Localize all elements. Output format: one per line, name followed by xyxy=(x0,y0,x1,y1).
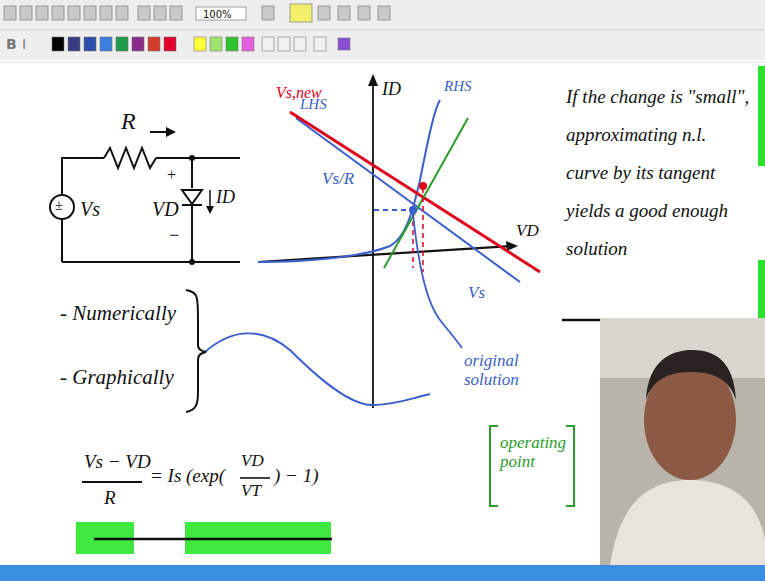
method-item: - Numerically xyxy=(60,302,176,325)
page-ruling xyxy=(0,62,765,63)
edge-bar xyxy=(758,66,765,166)
dashed-guide xyxy=(374,209,412,211)
axis-head xyxy=(506,241,518,251)
diode-curve xyxy=(258,100,440,262)
axis-label: VD xyxy=(516,222,539,241)
polarity-mark: − xyxy=(168,226,180,246)
note-text: If the change is "small", approximating … xyxy=(566,78,752,268)
equation-term: VD xyxy=(241,452,264,471)
zoom-value: 100% xyxy=(203,9,232,20)
fraction-bar xyxy=(240,477,270,479)
curve-label: RHS xyxy=(444,78,472,95)
axis-label: ID xyxy=(382,80,401,100)
toolbar-button: I xyxy=(22,37,26,52)
toolbar-icons xyxy=(4,4,390,22)
intercept-label: Vs/R xyxy=(322,170,354,189)
load-line xyxy=(296,118,520,282)
fraction-bar xyxy=(82,481,142,483)
edge-bar xyxy=(758,260,765,320)
operating-point-dot xyxy=(409,206,417,214)
bracket xyxy=(490,426,498,506)
diode-bar xyxy=(182,204,202,206)
current-arrow-head xyxy=(206,206,214,214)
underline xyxy=(94,538,332,541)
node-dot xyxy=(189,155,195,161)
annotation: original solution xyxy=(464,352,554,389)
curve-label: LHS xyxy=(300,96,327,113)
color-palette xyxy=(52,37,350,51)
webcam-video xyxy=(600,318,765,565)
y-axis xyxy=(372,80,374,408)
bracket xyxy=(566,426,574,506)
tangent-line xyxy=(384,118,468,268)
polarity-mark: + xyxy=(166,166,177,184)
diode-symbol xyxy=(182,190,202,204)
intercept-label: Vs xyxy=(468,284,485,303)
toolbar xyxy=(0,0,765,60)
axis-head xyxy=(368,74,378,86)
source-polarity: ± xyxy=(55,198,63,213)
method-item: - Graphically xyxy=(60,366,174,389)
current-arrow-head xyxy=(166,127,176,137)
circuit-wires xyxy=(62,148,240,262)
equation-term: = Is (exp( xyxy=(150,466,225,487)
equation-term: ) − 1) xyxy=(274,466,318,487)
equation-term: VT xyxy=(241,482,261,501)
source-label: Vs xyxy=(80,198,100,220)
node-dot xyxy=(189,259,195,265)
annotation: operating point xyxy=(500,434,566,471)
leader-line xyxy=(413,214,462,348)
current-label: ID xyxy=(216,188,235,208)
new-load-line xyxy=(290,112,540,272)
brace xyxy=(186,290,206,412)
new-point-dot xyxy=(419,182,427,190)
voltage-label: VD xyxy=(152,198,179,220)
equation-term: R xyxy=(104,488,116,509)
dashed-guide xyxy=(422,188,424,272)
voltage-source xyxy=(50,195,74,219)
resistor-label: R xyxy=(121,108,136,134)
status-bar xyxy=(0,565,765,581)
leader-line xyxy=(205,333,430,405)
underline xyxy=(562,319,605,322)
equation-term: Vs − VD xyxy=(84,452,151,473)
toolbar-button: B xyxy=(6,37,17,52)
